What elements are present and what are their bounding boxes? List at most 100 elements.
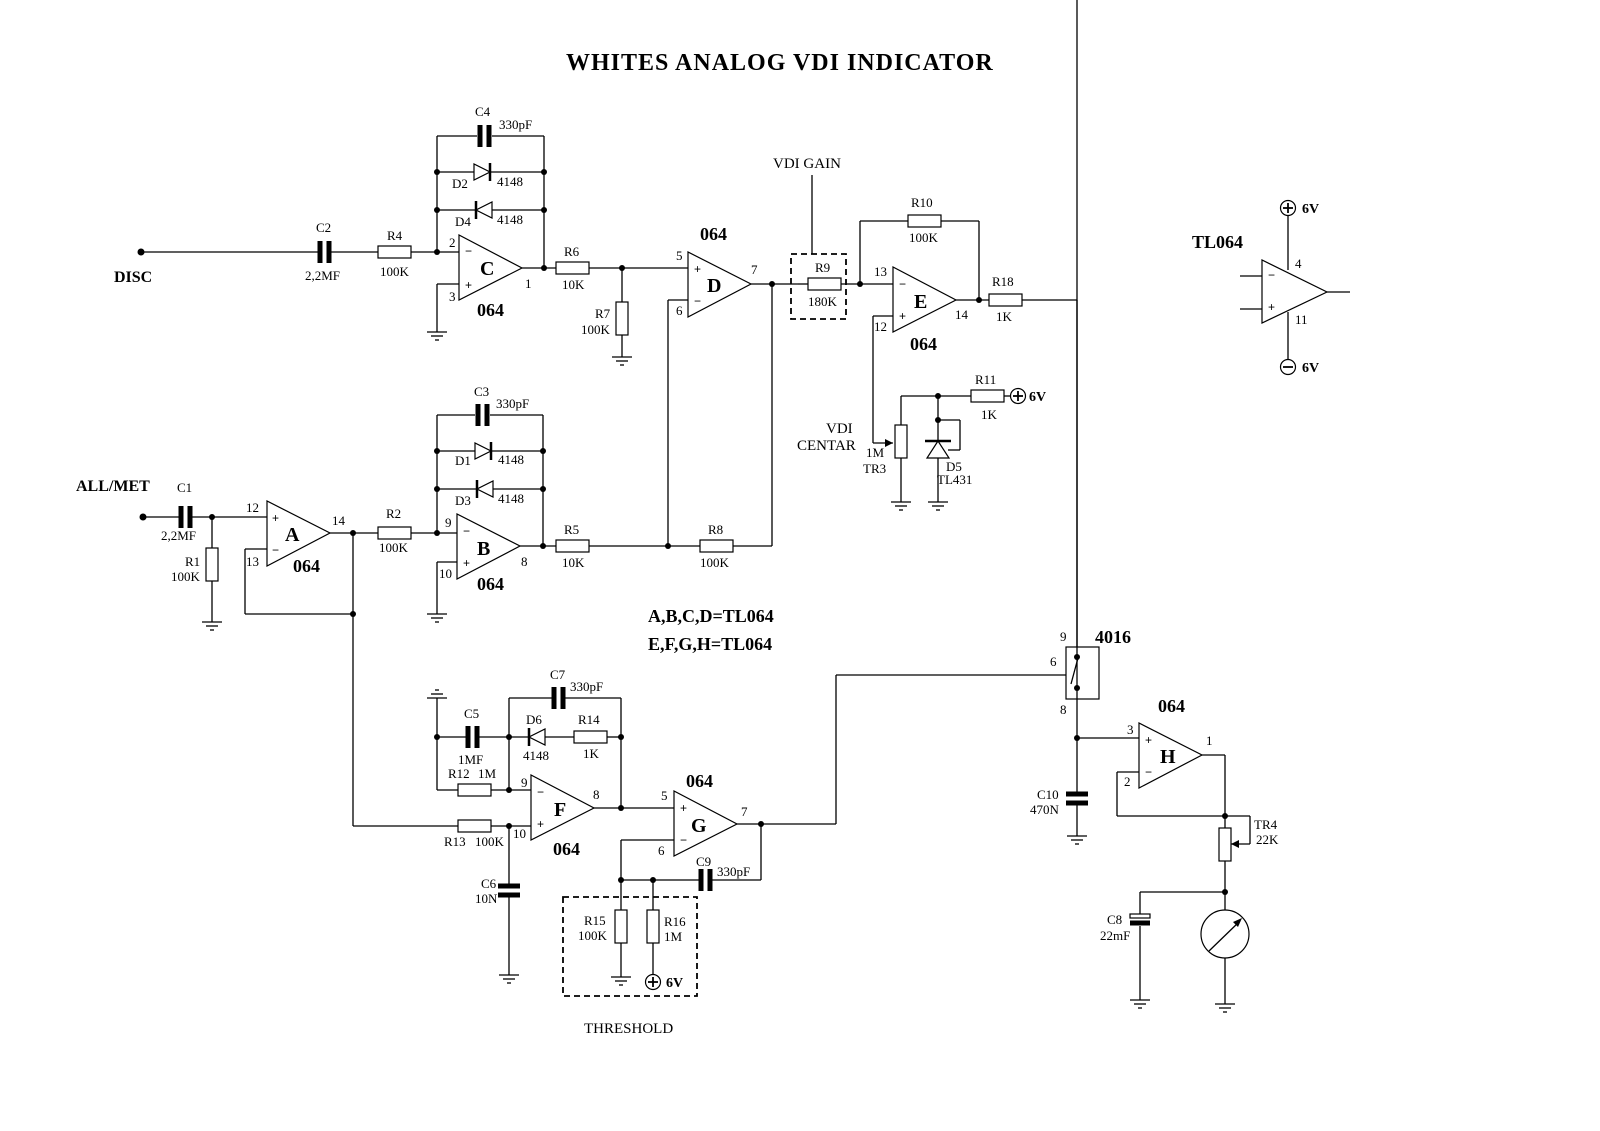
svg-text:D6: D6 xyxy=(526,712,542,727)
svg-text:1K: 1K xyxy=(981,407,998,422)
resistor-r6: R6 10K xyxy=(555,244,590,292)
svg-text:+: + xyxy=(272,511,279,525)
svg-text:R18: R18 xyxy=(992,274,1014,289)
opamp-g: + − G 5 6 7 064 xyxy=(658,771,748,858)
ground-symbol xyxy=(427,613,447,623)
svg-text:6: 6 xyxy=(658,843,665,858)
svg-text:R13: R13 xyxy=(444,834,466,849)
svg-text:C9: C9 xyxy=(696,854,711,869)
svg-text:12: 12 xyxy=(874,319,887,334)
svg-text:330pF: 330pF xyxy=(499,117,532,132)
shunt-regulator-d5: D5 TL431 xyxy=(925,439,972,487)
svg-text:100K: 100K xyxy=(475,834,505,849)
svg-text:100K: 100K xyxy=(578,928,608,943)
resistor-r18: R18 1K xyxy=(988,274,1023,324)
opamp-f: − + F 9 10 8 064 xyxy=(513,774,600,859)
svg-text:6V: 6V xyxy=(1029,390,1046,405)
ground-symbol xyxy=(891,501,911,511)
svg-text:13: 13 xyxy=(246,554,259,569)
svg-text:2,2MF: 2,2MF xyxy=(305,268,340,283)
resistor-r4: R4 100K xyxy=(377,228,412,279)
ground-symbol xyxy=(1130,999,1150,1009)
svg-text:C8: C8 xyxy=(1107,912,1122,927)
resistor-r9: R9 180K xyxy=(807,260,842,309)
resistor-r14: R14 1K xyxy=(573,712,608,761)
vdi-gain-label: VDI GAIN xyxy=(773,156,841,172)
svg-text:180K: 180K xyxy=(808,294,838,309)
note-abcd: A,B,C,D=TL064 xyxy=(648,606,774,626)
resistor-r2: R2 100K xyxy=(377,506,412,555)
vdi-gain-stage: VDI GAIN R9 180K R10 100K − + E 13 12 1 xyxy=(773,156,1078,657)
svg-text:1K: 1K xyxy=(996,309,1013,324)
svg-text:1M: 1M xyxy=(664,929,683,944)
diode-d6: D6 4148 xyxy=(523,712,549,763)
svg-text:10: 10 xyxy=(439,566,452,581)
threshold-label: THRESHOLD xyxy=(584,1021,673,1037)
svg-text:8: 8 xyxy=(593,787,600,802)
capacitor-c9: C9 330pF xyxy=(696,854,750,891)
svg-text:C1: C1 xyxy=(177,480,192,495)
svg-text:064: 064 xyxy=(686,771,713,791)
diode-d2: D2 4148 xyxy=(452,163,523,191)
plus-6v-supply-icon: 6V xyxy=(644,973,683,991)
svg-text:−: − xyxy=(899,277,906,291)
svg-text:10K: 10K xyxy=(562,277,585,292)
svg-text:10N: 10N xyxy=(475,891,498,906)
svg-text:+: + xyxy=(680,801,687,815)
threshold-stage: R13 100K C6 10N C5 1MF xyxy=(353,667,1066,1037)
svg-text:R1: R1 xyxy=(185,554,200,569)
output-stage: 9 6 8 4016 C10 470N + − H 3 2 1 064 xyxy=(1030,0,1279,1013)
disc-label: DISC xyxy=(114,269,152,286)
disc-input-stage: DISC C2 2,2MF R4 100K C4 330pF xyxy=(114,104,798,546)
svg-text:−: − xyxy=(537,785,544,799)
svg-text:+: + xyxy=(1145,733,1152,747)
svg-text:470N: 470N xyxy=(1030,802,1060,817)
svg-text:−: − xyxy=(1145,765,1152,779)
svg-text:A: A xyxy=(285,524,300,546)
analog-meter-icon xyxy=(1200,909,1250,959)
svg-text:6V: 6V xyxy=(1302,202,1319,217)
svg-text:TR4: TR4 xyxy=(1254,817,1278,832)
capacitor-c4: C4 330pF xyxy=(475,104,532,147)
svg-text:1: 1 xyxy=(1206,733,1213,748)
svg-text:R10: R10 xyxy=(911,195,933,210)
ground-symbol xyxy=(1215,1003,1235,1013)
svg-text:100K: 100K xyxy=(379,540,409,555)
svg-text:22K: 22K xyxy=(1256,832,1279,847)
svg-text:064: 064 xyxy=(1158,696,1185,716)
capacitor-c8: C8 22mF xyxy=(1100,912,1151,943)
svg-text:R7: R7 xyxy=(595,306,611,321)
resistor-r16: R16 1M xyxy=(646,909,686,944)
vdi-centar-label-1: VDI xyxy=(826,421,853,437)
svg-text:064: 064 xyxy=(553,839,580,859)
ground-symbol xyxy=(1067,835,1087,845)
vdi-centar-label-2: CENTAR xyxy=(797,438,856,454)
resistor-r15: R15 100K xyxy=(578,909,628,944)
svg-text:−: − xyxy=(272,543,279,557)
svg-text:10K: 10K xyxy=(562,555,585,570)
threshold-box xyxy=(562,896,698,997)
svg-text:4016: 4016 xyxy=(1095,627,1131,647)
svg-text:D1: D1 xyxy=(455,453,471,468)
all-met-label: ALL/MET xyxy=(76,478,150,495)
svg-text:100K: 100K xyxy=(581,322,611,337)
svg-text:6V: 6V xyxy=(1302,361,1319,376)
ground-symbol xyxy=(202,621,222,631)
opamp-d: + − D 5 6 7 064 xyxy=(676,224,758,318)
svg-text:1M: 1M xyxy=(478,766,497,781)
svg-text:064: 064 xyxy=(477,574,504,594)
svg-text:R14: R14 xyxy=(578,712,600,727)
capacitor-c3: C3 330pF xyxy=(474,384,529,426)
svg-text:R4: R4 xyxy=(387,228,403,243)
svg-text:2: 2 xyxy=(1124,774,1131,789)
svg-text:D5: D5 xyxy=(946,459,962,474)
svg-text:R8: R8 xyxy=(708,522,723,537)
svg-text:100K: 100K xyxy=(380,264,410,279)
svg-text:4148: 4148 xyxy=(523,748,549,763)
svg-text:D4: D4 xyxy=(455,214,471,229)
svg-text:1: 1 xyxy=(525,276,532,291)
svg-text:−: − xyxy=(680,833,687,847)
svg-text:+: + xyxy=(694,262,701,276)
svg-text:064: 064 xyxy=(477,300,504,320)
